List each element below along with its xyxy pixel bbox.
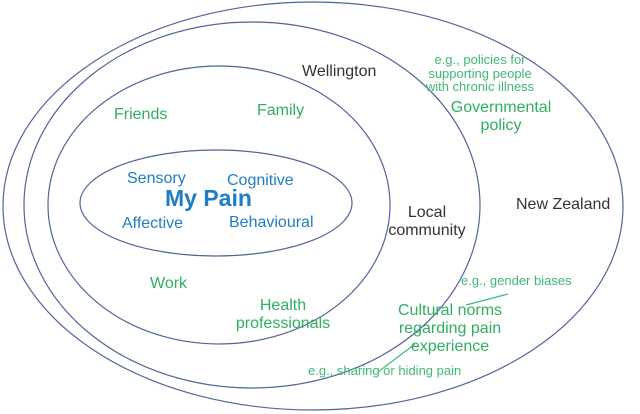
- affective-label: Affective: [122, 215, 184, 232]
- local-community-label: Local community: [388, 204, 466, 239]
- ellipse-new-zealand: [2, 1, 624, 411]
- new-zealand-label: New Zealand: [516, 196, 611, 213]
- governmental-policy-label: Governmental policy: [450, 99, 552, 134]
- work-label: Work: [150, 275, 188, 292]
- cultural-norms-label: Cultural norms regarding pain experience: [397, 302, 503, 355]
- wellington-label: Wellington: [302, 63, 377, 80]
- cognitive-label: Cognitive: [227, 172, 294, 189]
- ellipse-wellington: [23, 21, 481, 389]
- ellipse-my-pain: [79, 149, 353, 257]
- sharing-hiding-example-note: e.g., sharing or hiding pain: [308, 363, 462, 378]
- behavioural-label: Behavioural: [229, 214, 314, 231]
- policies-example-note: e.g., policies for supporting people wit…: [425, 52, 535, 95]
- friends-label: Friends: [114, 106, 168, 123]
- sensory-label: Sensory: [127, 170, 186, 187]
- gender-biases-example-note: e.g., gender biases: [461, 273, 572, 288]
- my-pain-title: My Pain: [165, 185, 252, 211]
- connector-sharing-hiding-line: [377, 343, 416, 373]
- connector-gender-biases-line: [465, 293, 509, 306]
- health-professionals-label: Health professionals: [235, 297, 331, 332]
- ellipse-local-community: [47, 65, 391, 345]
- family-label: Family: [257, 102, 305, 119]
